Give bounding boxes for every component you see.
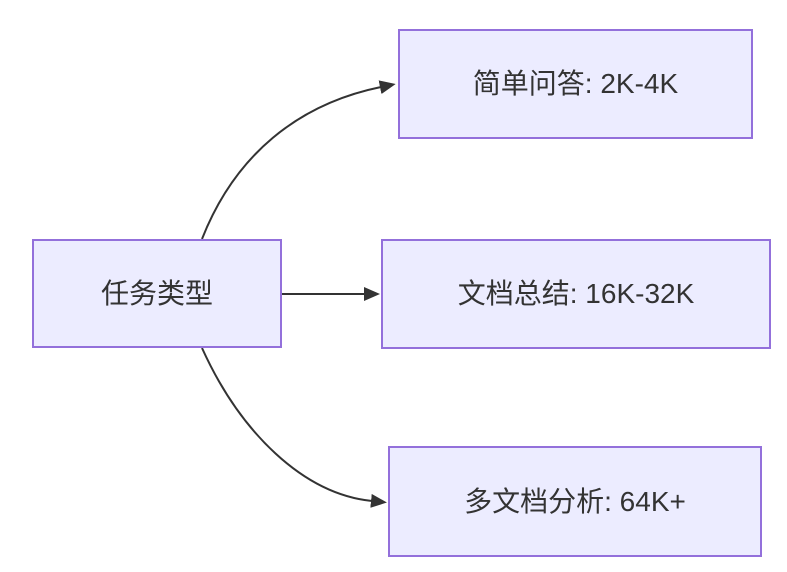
node-doc-summary: 文档总结: 16K-32K — [381, 239, 771, 349]
node-multi-doc-analysis: 多文档分析: 64K+ — [388, 446, 762, 557]
node-multi-doc-analysis-label: 多文档分析: 64K+ — [464, 485, 686, 517]
node-simple-qa-label: 简单问答: 2K-4K — [472, 68, 679, 100]
node-doc-summary-label: 文档总结: 16K-32K — [457, 278, 695, 310]
node-task-type: 任务类型 — [32, 239, 282, 348]
node-simple-qa: 简单问答: 2K-4K — [398, 29, 753, 139]
node-task-type-label: 任务类型 — [100, 277, 213, 309]
edge-root-to-simple-qa — [201, 80, 396, 240]
edge-root-to-multi-doc — [201, 347, 387, 508]
